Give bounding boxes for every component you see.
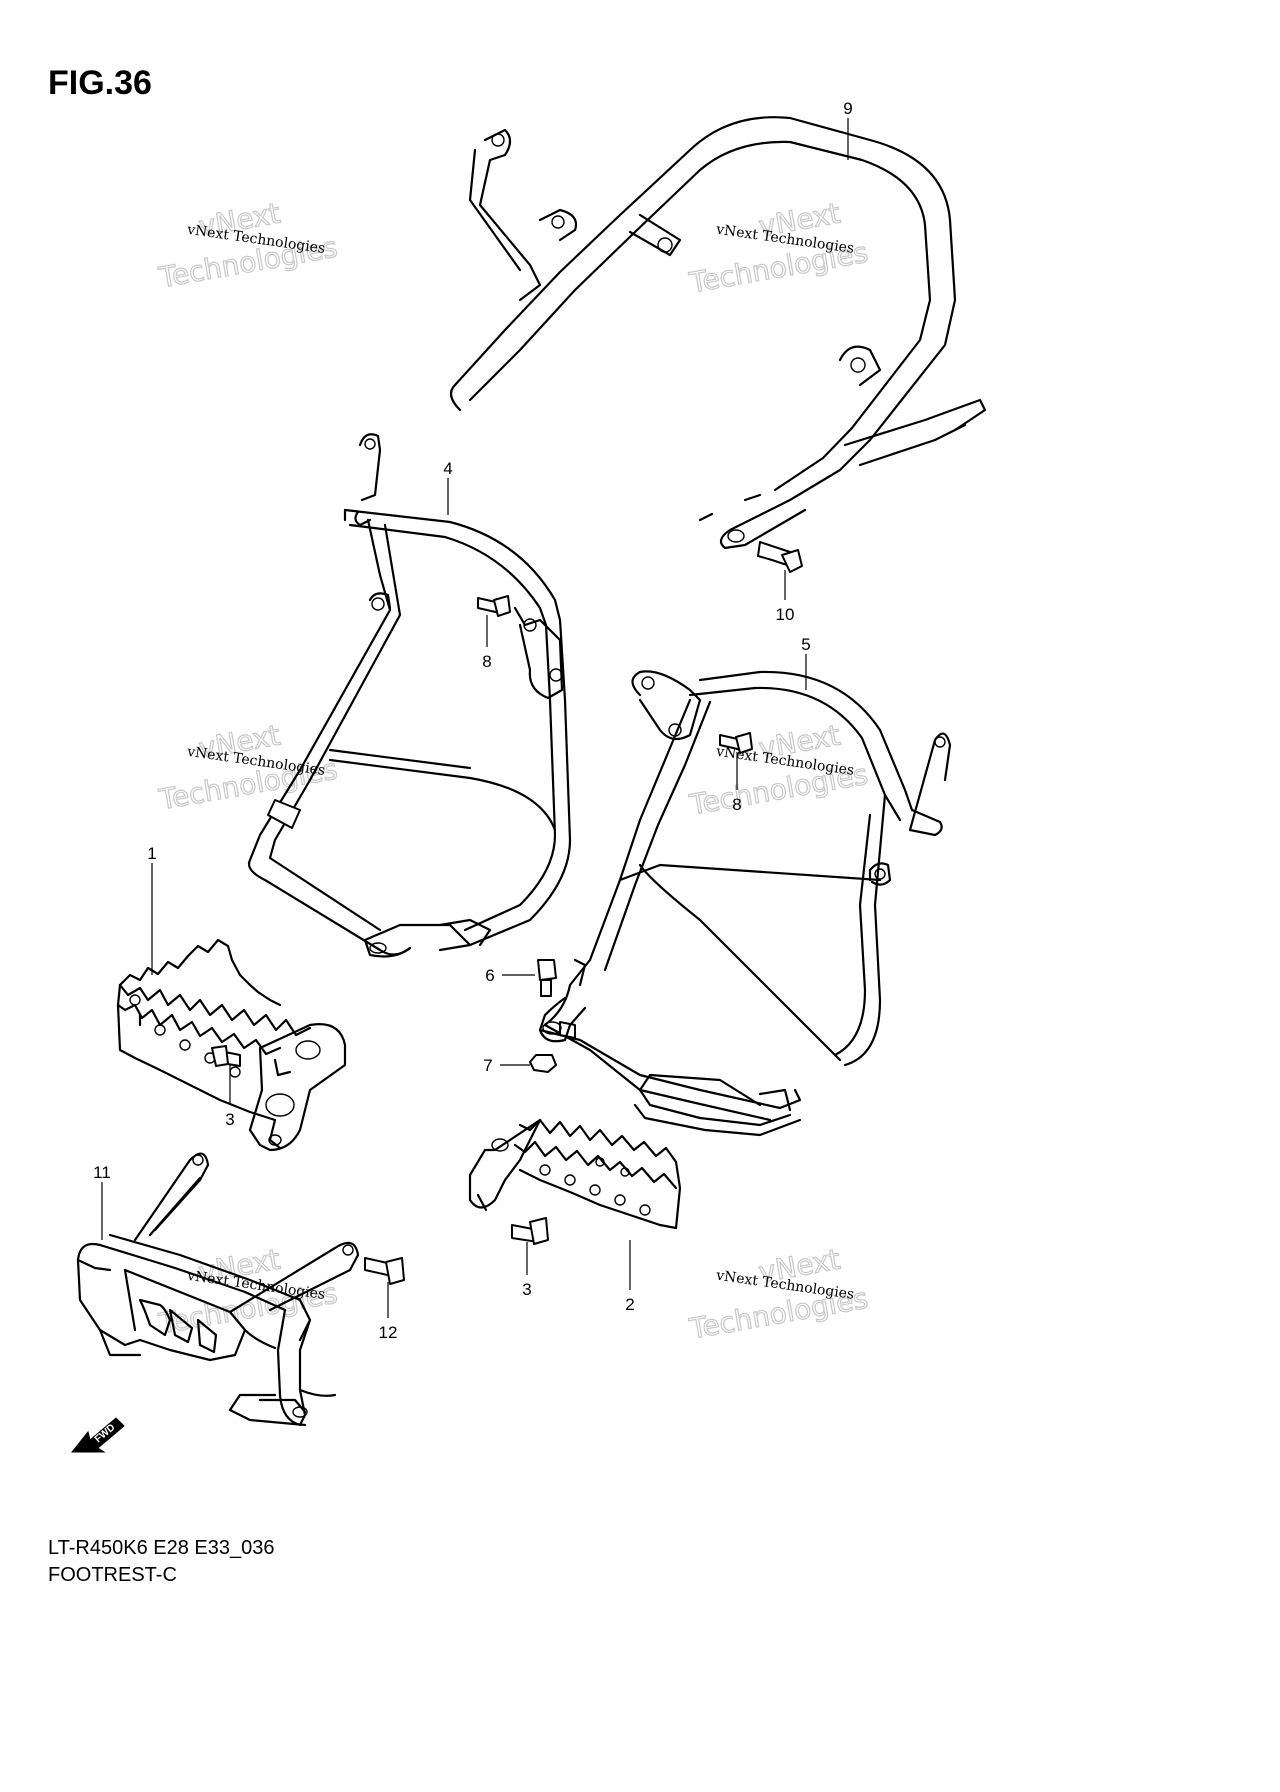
part-2-right-footpeg: [468, 1118, 682, 1230]
part-9-rear-guard: [449, 116, 987, 550]
part-label-2: 2: [625, 1295, 634, 1314]
part-label-8-lower: 8: [732, 795, 741, 814]
fwd-arrow-icon: FWD: [70, 1417, 125, 1453]
part-label-11: 11: [93, 1163, 111, 1182]
part-label-9: 9: [843, 99, 852, 118]
watermark-group: vNext Technologies vNext Technologies vN…: [155, 196, 871, 1346]
figure-title: FIG.36: [48, 64, 152, 102]
part-label-1: 1: [147, 844, 156, 863]
watermark-mid-left: vNext Technologies vNext Technologies: [155, 718, 340, 817]
nut-7: [529, 1054, 557, 1073]
bolt-3-right: [511, 1217, 549, 1245]
part-label-6: 6: [485, 966, 494, 985]
part-labels: 9 4 10 8 5 8 1 6 7 3 3 2 11 12: [93, 99, 853, 1342]
bolt-8-lower: [719, 732, 753, 754]
bolt-8-upper: [477, 595, 511, 617]
leader-lines: [101, 118, 849, 1318]
bolt-3-left: [211, 1045, 241, 1067]
part-label-10: 10: [776, 605, 795, 624]
diagram-code: LT-R450K6 E28 E33_036: [48, 1537, 275, 1559]
diagram-caption: FOOTREST-C: [48, 1564, 177, 1586]
bolt-12: [364, 1257, 405, 1285]
watermark-bottom-right: vNext Technologies vNext Technologies: [686, 1242, 871, 1346]
part-5-right-frame: [538, 670, 952, 1137]
part-label-3-left: 3: [225, 1110, 234, 1129]
part-label-3-right: 3: [522, 1280, 531, 1299]
part-11-front-guard: [76, 1152, 360, 1427]
watermark-top-left: vNext Technologies vNext Technologies: [155, 196, 340, 295]
part-label-12: 12: [379, 1323, 398, 1342]
part-label-7: 7: [483, 1056, 492, 1075]
part-label-5: 5: [801, 635, 810, 654]
part-label-8-upper: 8: [482, 652, 491, 671]
watermark-top-right: vNext Technologies vNext Technologies: [686, 196, 871, 300]
part-label-4: 4: [443, 459, 452, 478]
watermark-mid-right: vNext Technologies vNext Technologies: [686, 718, 871, 822]
part-4-left-frame: [247, 433, 572, 958]
bolt-10: [757, 541, 803, 573]
part-1-left-footpeg: [116, 938, 347, 1152]
bolt-6: [537, 959, 557, 997]
